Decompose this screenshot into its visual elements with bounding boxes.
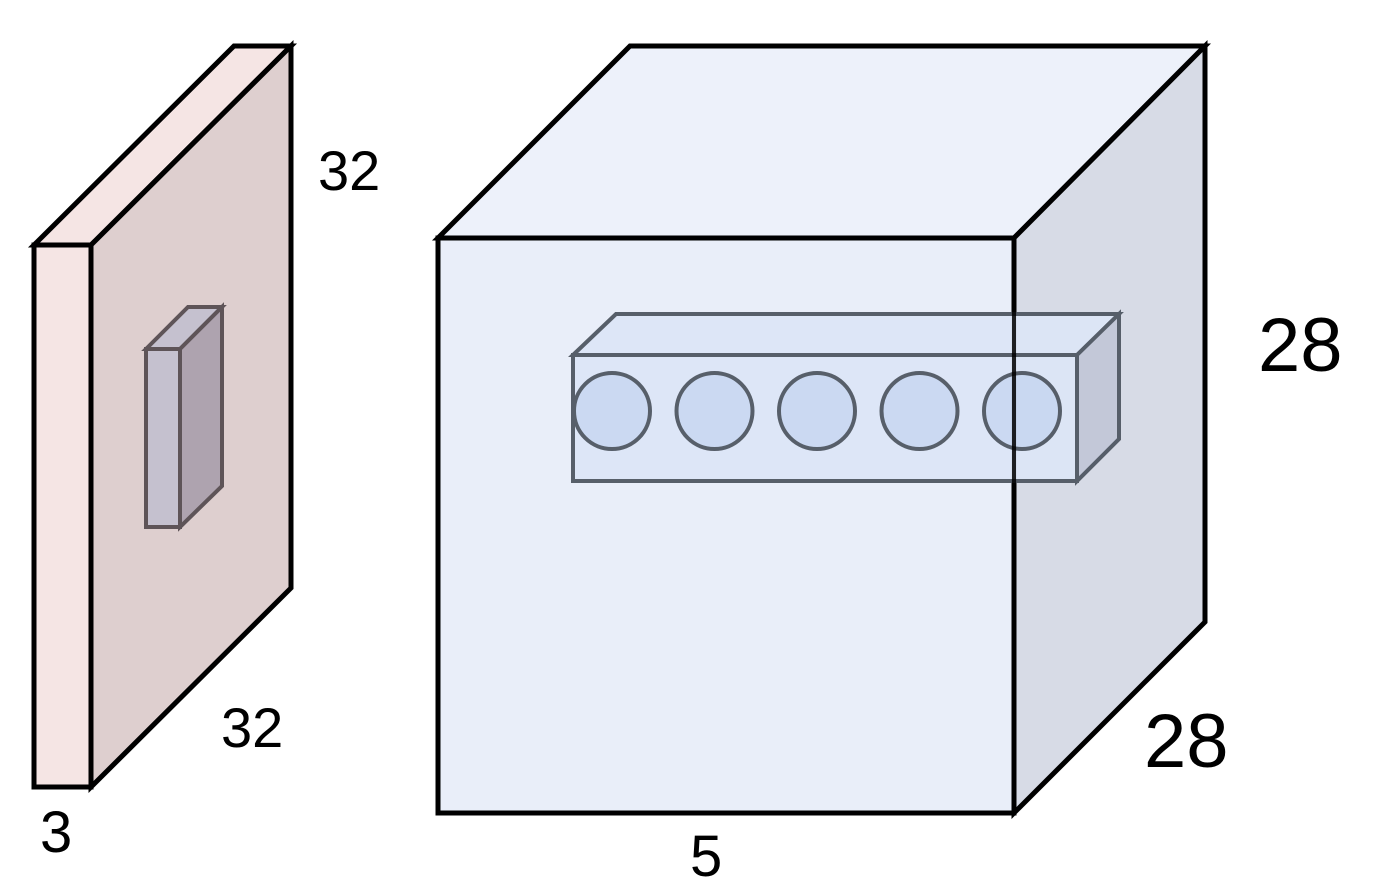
depth-column-top-face	[568, 312, 1124, 357]
input-height-label: 32	[318, 139, 380, 202]
neuron-5	[982, 371, 1062, 451]
depth-column	[568, 309, 1124, 486]
output-depth-label: 5	[690, 824, 722, 882]
neuron-1	[572, 371, 652, 451]
input-width-label: 32	[221, 696, 283, 759]
input-volume-front-face	[31, 242, 94, 790]
output-volume: 28 28 5	[431, 39, 1343, 882]
input-volume: 32 32 3	[27, 39, 380, 865]
neuron-2	[674, 371, 755, 451]
receptive-field-front-face	[144, 347, 182, 529]
receptive-field-block	[141, 302, 227, 532]
output-height-label: 28	[1258, 303, 1343, 388]
neuron-row	[572, 371, 1062, 451]
neuron-4	[879, 371, 960, 451]
input-depth-label: 3	[40, 800, 72, 865]
receptive-field-side-face	[178, 302, 224, 532]
output-width-label: 28	[1144, 699, 1229, 784]
neuron-3	[777, 371, 857, 451]
